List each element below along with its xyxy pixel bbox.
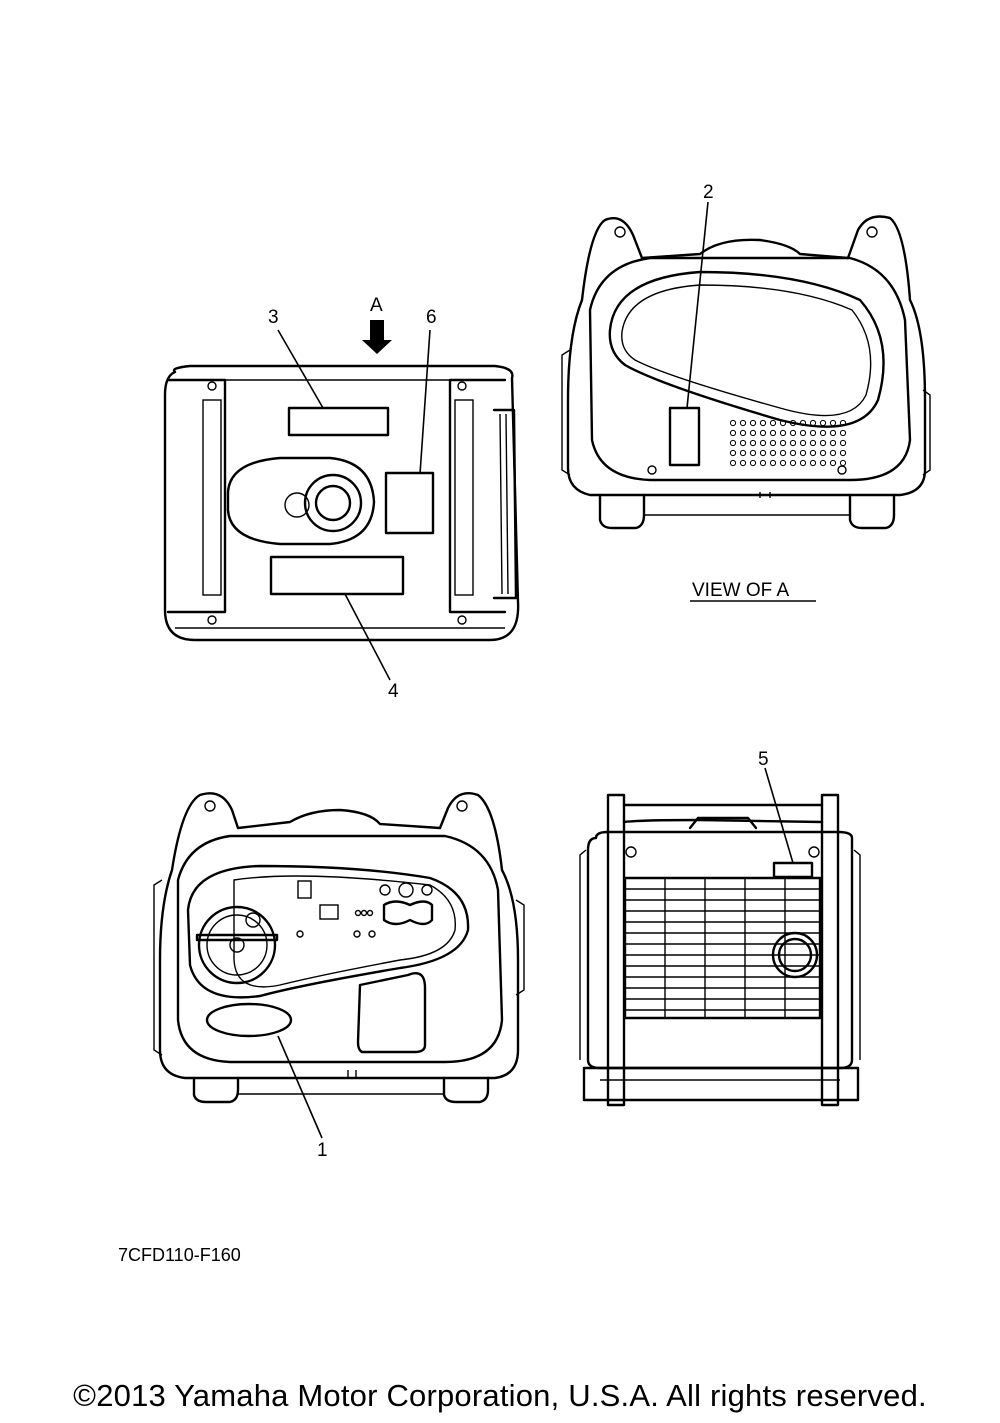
copyright-notice: ©2013 Yamaha Motor Corporation, U.S.A. A… <box>73 1378 927 1413</box>
vent-holes <box>729 419 847 467</box>
leader-line-1 <box>277 1035 323 1139</box>
view-label: VIEW OF A <box>692 580 789 601</box>
leader-line-5 <box>764 767 794 864</box>
generator-rear-view <box>579 793 861 1107</box>
drawing-code: 7CFD110-F160 <box>118 1245 241 1265</box>
callout-6: 6 <box>426 307 437 328</box>
label-6-plate <box>384 471 435 535</box>
callout-4: 4 <box>388 681 399 702</box>
label-3-plate <box>287 406 390 437</box>
generator-top-view <box>163 364 520 642</box>
callout-a: A <box>370 295 383 316</box>
view-arrow-a <box>362 320 392 354</box>
callout-5: 5 <box>758 749 769 770</box>
leader-line-2 <box>686 201 709 409</box>
callout-1: 1 <box>317 1140 328 1161</box>
generator-front-view <box>153 791 525 1104</box>
label-4-plate <box>269 555 405 596</box>
leader-line-4 <box>344 593 391 681</box>
callout-2: 2 <box>703 182 714 203</box>
label-1-plate <box>205 1002 293 1038</box>
callout-3: 3 <box>268 307 279 328</box>
label-2-plate <box>668 406 701 467</box>
generator-view-of-a <box>561 215 931 530</box>
leader-line-3 <box>277 329 324 409</box>
leader-line-6 <box>419 329 431 475</box>
label-5-plate <box>772 861 814 879</box>
